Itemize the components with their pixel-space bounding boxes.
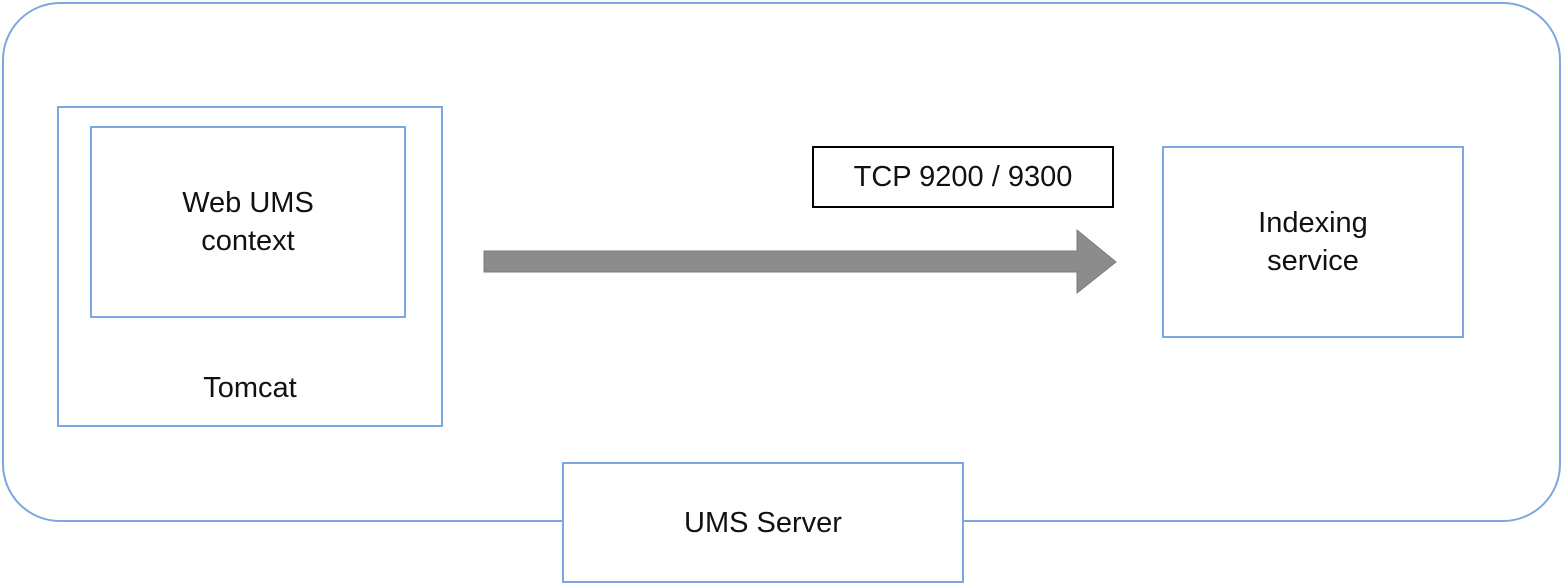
context-label-line-2: context	[201, 225, 295, 257]
indexing-label-line-1: Indexing	[1258, 207, 1368, 239]
ums-server-label: UMS Server	[562, 462, 964, 583]
indexing-service-node: Indexing service	[1162, 146, 1464, 338]
web-ums-context-node: Web UMS context	[90, 126, 406, 318]
tcp-port-label: TCP 9200 / 9300	[812, 146, 1114, 208]
tomcat-label: Tomcat	[203, 372, 297, 404]
arrow-shape	[483, 228, 1117, 295]
context-label-line-1: Web UMS	[182, 187, 314, 219]
indexing-label-line-2: service	[1267, 245, 1359, 277]
